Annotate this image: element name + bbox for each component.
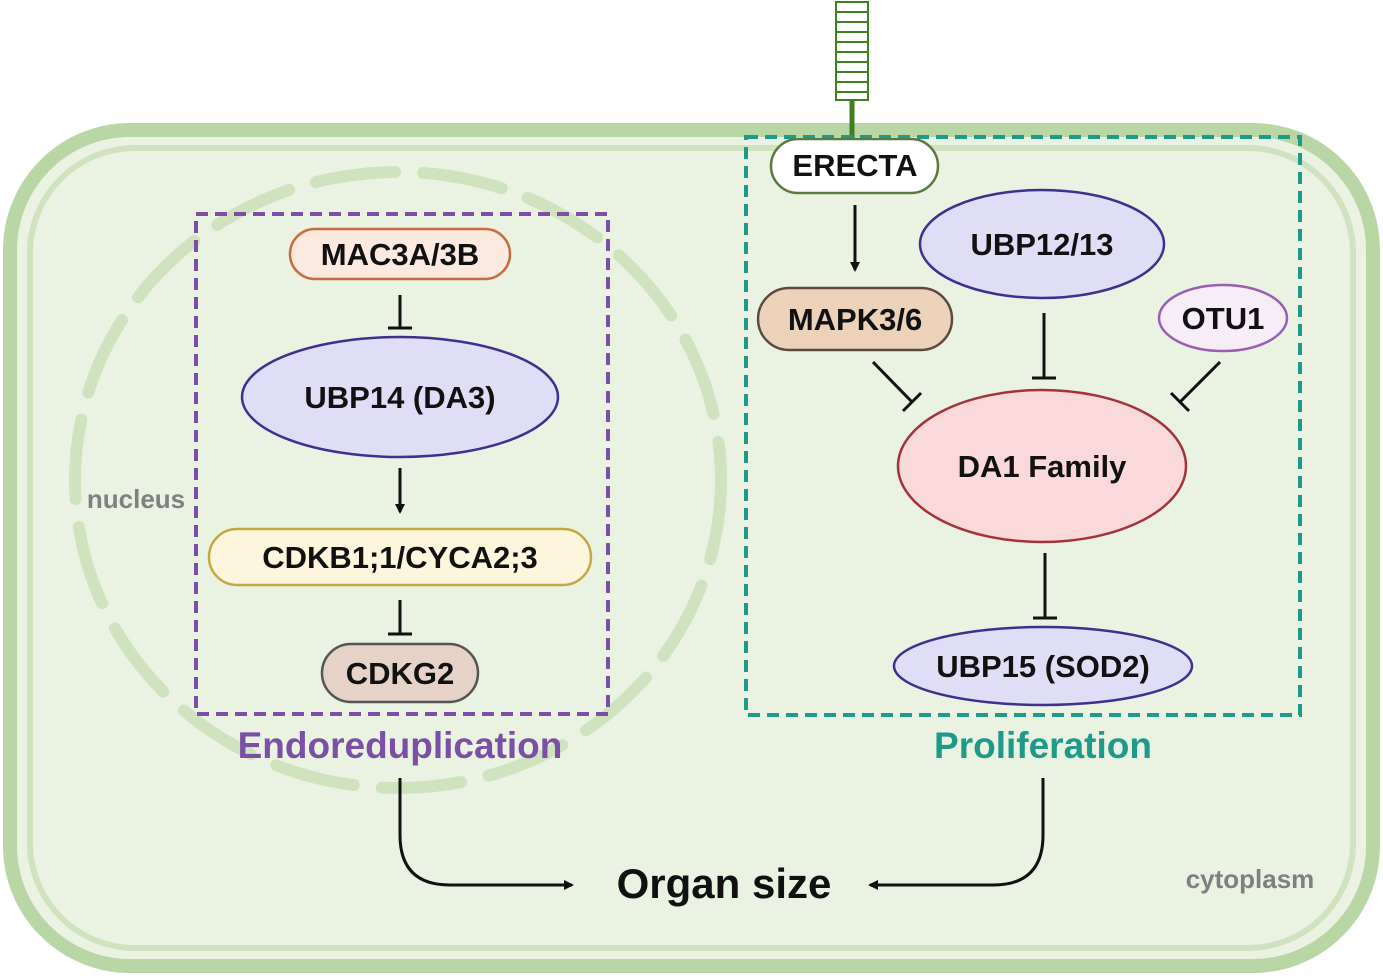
node-cdkb1: CDKB1;1/CYCA2;3 — [207, 527, 593, 587]
cell-wall-inner — [27, 145, 1356, 951]
mapk-inhibits-da1 — [871, 360, 914, 404]
mapk-label: MAPK3/6 — [788, 302, 922, 337]
otu1-label: OTU1 — [1182, 301, 1265, 336]
otu1-inhibits-da1 — [1178, 360, 1222, 404]
inhibit-bar-5 — [1169, 391, 1191, 413]
node-otu1: OTU1 — [1157, 283, 1289, 353]
proliferation-to-organ-size — [868, 778, 1045, 890]
node-cdkg2: CDKG2 — [320, 642, 480, 704]
inhibit-bar-3 — [901, 391, 923, 413]
ubp14-label: UBP14 (DA3) — [304, 380, 495, 415]
right-connectors — [850, 205, 1222, 620]
ubp1213-label: UBP12/13 — [970, 227, 1113, 262]
da1-label: DA1 Family — [958, 449, 1128, 484]
proliferation-box — [744, 135, 1302, 717]
erecta-shape — [769, 137, 940, 195]
erecta-receptor — [835, 1, 869, 142]
node-ubp15: UBP15 (SOD2) — [892, 625, 1194, 707]
mac3-label: MAC3A/3B — [321, 237, 479, 272]
ubp15-shape — [892, 625, 1194, 707]
node-da1: DA1 Family — [896, 388, 1188, 544]
cdkb1-shape — [207, 527, 593, 587]
organ-size-label: Organ size — [617, 860, 832, 907]
node-mapk: MAPK3/6 — [756, 286, 954, 352]
left-connectors — [388, 295, 412, 636]
mac3-shape — [288, 227, 512, 281]
otu1-shape — [1157, 283, 1289, 353]
ubp15-label: UBP15 (SOD2) — [936, 649, 1150, 684]
nucleus-label: nucleus — [87, 484, 185, 514]
ubp1213-shape — [918, 188, 1166, 300]
organ-size-arrows — [398, 778, 1045, 890]
node-ubp1213: UBP12/13 — [918, 188, 1166, 300]
ubp14-shape — [240, 335, 560, 459]
cdkb1-label: CDKB1;1/CYCA2;3 — [262, 540, 538, 575]
cdkg2-shape — [320, 642, 480, 704]
cytoplasm-label: cytoplasm — [1186, 864, 1315, 894]
cdkg2-label: CDKG2 — [346, 656, 455, 691]
mapk-shape — [756, 286, 954, 352]
proliferation-label: Proliferation — [934, 725, 1152, 766]
node-erecta: ERECTA — [769, 137, 940, 195]
receptor-stripes — [836, 11, 868, 93]
da1-shape — [896, 388, 1188, 544]
endoreduplication-to-organ-size — [398, 778, 574, 890]
node-ubp14: UBP14 (DA3) — [240, 335, 560, 459]
nucleus-envelope — [69, 166, 727, 794]
erecta-label: ERECTA — [792, 148, 917, 183]
node-mac3: MAC3A/3B — [288, 227, 512, 281]
endoreduplication-label: Endoreduplication — [238, 725, 563, 766]
